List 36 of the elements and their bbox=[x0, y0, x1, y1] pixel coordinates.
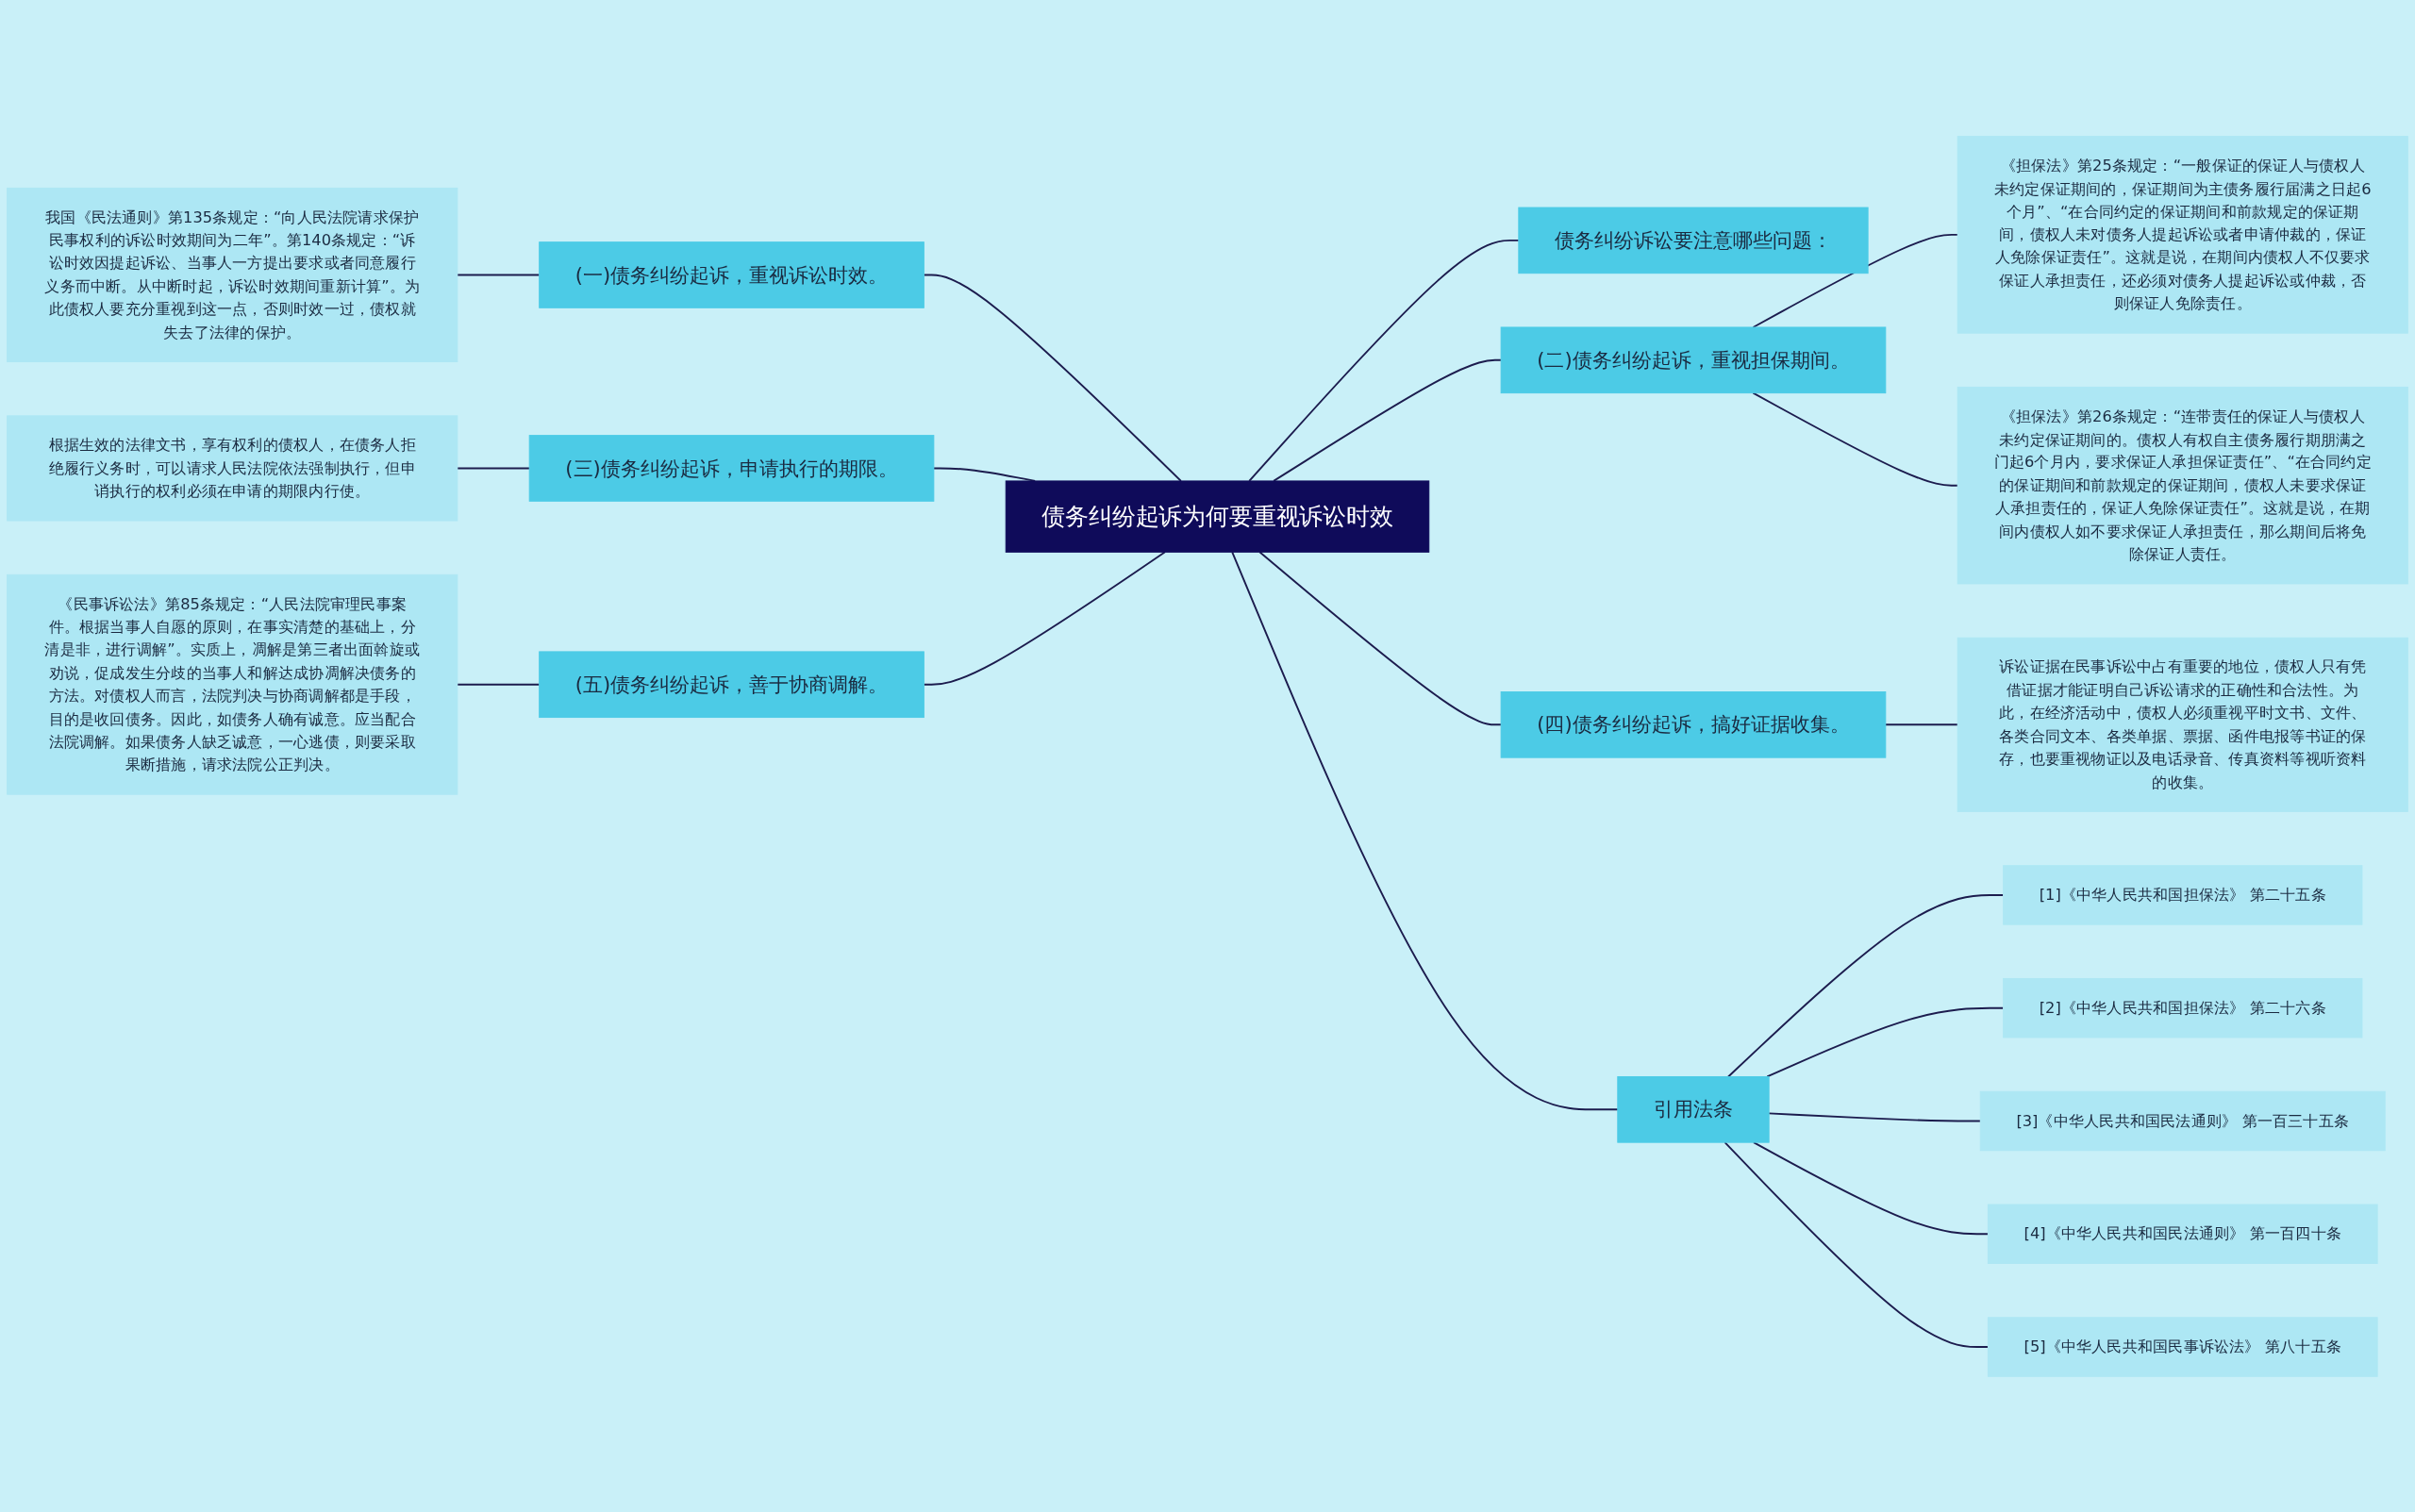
connector bbox=[1724, 1140, 1990, 1348]
node-box: 《担保法》第25条规定：“一般保证的保证人与债权人未约定保证期间的，保证期间为主债务履行届满之日起6个月”、“在合同约定的保证期间和前款规定的保证期间，债权人未对债务人提起诉讼或者申请仲裁的，保证人免除保证责任”。这就是说，在期间内债权人不仅要求保证人承担责任，还必须对债务人提起诉讼或仲裁，否则保证人免除责任。 bbox=[1957, 135, 2408, 334]
node-box: (五)债务纠纷起诉，善于协商调解。 bbox=[539, 650, 924, 718]
connector bbox=[1273, 358, 1503, 482]
node-box: [5]《中华人民共和国民事诉讼法》 第八十五条 bbox=[1987, 1316, 2378, 1377]
node-box: 《民事诉讼法》第85条规定：“人民法院审理民事案件。根据当事人自愿的原则，在事实清楚的基础上，分清是非，进行调解”。实质上，凋解是第三者出面斡旋或劝说，促成发生分歧的当事人和解达成协凋解决债务的方法。对债权人而言，法院判决与协商调解都是手段，目的是收回债务。因此，如债务人确有诚意。应当配合法院调解。如果债务人缺乏诚意，一心逃债，则要采取果断措施，请求法院公正判决。 bbox=[7, 573, 458, 795]
connector bbox=[1752, 233, 1959, 328]
node-box: 引用法条 bbox=[1617, 1075, 1770, 1143]
node-box: 《担保法》第26条规定：“连带责任的保证人与债权人未约定保证期间的。债权人有权自主债务履行期朋满之门起6个月内，要求保证人承担保证责任”、“在合同约定的保证期间和前款规定的保证期间，债权人未要求保证人承担责任的，保证人免除保证责任”。这就是说，在期间内债权人如不要求保证人承担责任，那么期间后将免除保证人责任。 bbox=[1957, 386, 2408, 584]
connector bbox=[456, 683, 541, 686]
node-box: [1]《中华人民共和国担保法》 第二十五条 bbox=[2003, 864, 2363, 925]
node-box: 根据生效的法律文书，享有权利的债权人，在债务人拒绝履行义务时，可以请求人民法院依法强制执行，但申诮执行的权利必须在申请的期限内行使。 bbox=[7, 414, 458, 522]
connector bbox=[1768, 1111, 1982, 1122]
connector bbox=[1258, 550, 1503, 725]
node-box: (一)债务纠纷起诉，重视诉讼时效。 bbox=[539, 241, 924, 308]
node-box: 债务纠纷诉讼要注意哪些问题： bbox=[1518, 207, 1869, 274]
node-box: 诉讼证据在民事诉讼中占有重要的地位，债权人只有凭借证据才能证明自己诉讼请求的正确性和合法性。为此，在经济活动中，债权人必须重视平时文书、文件、各类合同文本、各类单据、票据、函件电报等书证的保存，也要重视物证以及电话录音、传真资料等视听资料的收集。 bbox=[1957, 637, 2408, 812]
connector bbox=[1231, 550, 1619, 1110]
connector bbox=[923, 274, 1182, 482]
node-box: [4]《中华人民共和国民法通则》 第一百四十条 bbox=[1987, 1204, 2378, 1264]
node-box: (三)债务纠纷起诉，申请执行的期限。 bbox=[528, 434, 935, 502]
node-box: (二)债务纠纷起诉，重视担保期间。 bbox=[1500, 326, 1887, 393]
node-box: 债务纠纷起诉为何要重视诉讼时效 bbox=[1005, 480, 1430, 553]
node-box: (四)债务纠纷起诉，搞好证据收集。 bbox=[1500, 690, 1887, 758]
connector bbox=[923, 550, 1166, 686]
connector bbox=[1248, 239, 1520, 482]
connector bbox=[456, 467, 531, 469]
connector bbox=[456, 274, 541, 275]
connector bbox=[1884, 723, 1959, 725]
connector bbox=[1766, 1006, 2005, 1077]
connector bbox=[1752, 1140, 1990, 1235]
node-box: 我国《民法通则》第135条规定：“向人民法院请求保护民事权利的诉讼时效期间为二年”。第140条规定：“诉讼时效因提起诉讼、当事人一方提出要求或者同意履行义务而中断。从中断时起，诉讼时效期间重新计算”。为此债权人要充分重视到这一点，否则时效一过，债权就失去了法律的保护。 bbox=[7, 187, 458, 362]
node-box: [2]《中华人民共和国担保法》 第二十六条 bbox=[2003, 977, 2363, 1038]
connector bbox=[1727, 893, 2005, 1077]
connector bbox=[1752, 391, 1959, 487]
node-box: [3]《中华人民共和国民法通则》 第一百三十五条 bbox=[1979, 1090, 2386, 1151]
